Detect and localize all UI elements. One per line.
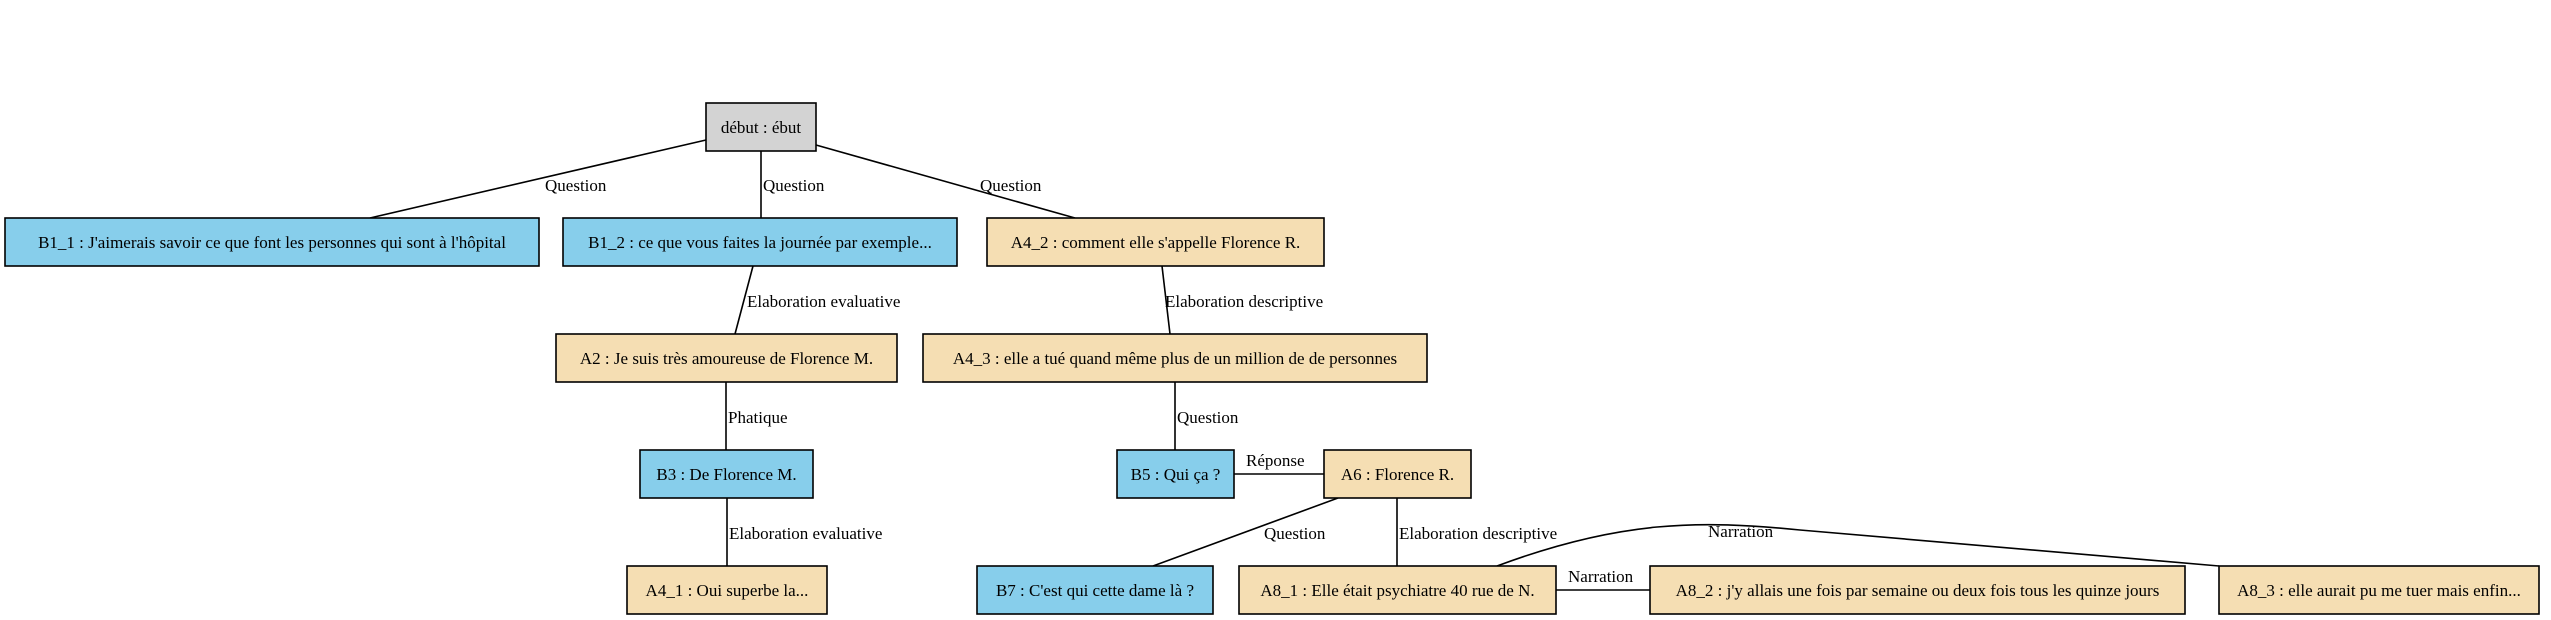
edge-a8_1-a8_3: [1496, 523, 2220, 567]
node-label: A8_2 : j'y allais une fois par semaine o…: [1676, 581, 2160, 600]
node-b7: B7 : C'est qui cette dame là ?: [976, 565, 1214, 615]
node-a2: A2 : Je suis très amoureuse de Florence …: [555, 333, 898, 383]
node-root: début : ébut: [705, 102, 817, 152]
node-b1-1: B1_1 : J'aimerais savoir ce que font les…: [4, 217, 540, 267]
node-box: [1116, 449, 1235, 499]
node-a4-2: A4_2 : comment elle s'appelle Florence R…: [986, 217, 1325, 267]
node-box: [1238, 565, 1557, 615]
node-box: [2218, 565, 2540, 615]
node-box: [976, 565, 1214, 615]
node-label: A6 : Florence R.: [1341, 465, 1454, 484]
node-box: [1323, 449, 1472, 499]
node-box: [626, 565, 828, 615]
node-b3: B3 : De Florence M.: [639, 449, 814, 499]
node-label: B7 : C'est qui cette dame là ?: [996, 581, 1194, 600]
node-a4-3: A4_3 : elle a tué quand même plus de un …: [922, 333, 1428, 383]
edge-label: Question: [545, 176, 607, 195]
edge-label: Narration: [1568, 567, 1634, 586]
edge-label: Question: [1177, 408, 1239, 427]
node-a6: A6 : Florence R.: [1323, 449, 1472, 499]
edge-root-b1_1: [369, 139, 707, 219]
edge-label: Phatique: [728, 408, 788, 427]
node-label: A8_3 : elle aurait pu me tuer mais enfin…: [2237, 581, 2521, 600]
edge-root-a4_2: [815, 144, 1076, 219]
edge-label: Narration: [1708, 522, 1774, 541]
node-box: [4, 217, 540, 267]
node-label: A4_3 : elle a tué quand même plus de un …: [953, 349, 1397, 368]
node-box: [922, 333, 1428, 383]
node-label: A4_2 : comment elle s'appelle Florence R…: [1011, 233, 1301, 252]
edge-b1_2-a2: [734, 265, 754, 335]
edge-label: Question: [1264, 524, 1326, 543]
node-label: B1_2 : ce que vous faites la journée par…: [588, 233, 932, 252]
edge-label: Question: [980, 176, 1042, 195]
node-a8-1: A8_1 : Elle était psychiatre 40 rue de N…: [1238, 565, 1557, 615]
node-box: [705, 102, 817, 152]
node-box: [555, 333, 898, 383]
node-label: B5 : Qui ça ?: [1131, 465, 1221, 484]
node-box: [986, 217, 1325, 267]
node-box: [639, 449, 814, 499]
edge-a4_2-a4_3: [1161, 265, 1171, 335]
edge-label: Réponse: [1246, 451, 1305, 470]
edge-a6-b7: [1152, 497, 1339, 567]
edge-label: Elaboration evaluative: [729, 524, 882, 543]
node-a8-3: A8_3 : elle aurait pu me tuer mais enfin…: [2218, 565, 2540, 615]
node-box: [1649, 565, 2186, 615]
edge-label: Elaboration descriptive: [1165, 292, 1323, 311]
node-a4-1: A4_1 : Oui superbe la...: [626, 565, 828, 615]
edge-label: Elaboration descriptive: [1399, 524, 1557, 543]
node-label: A2 : Je suis très amoureuse de Florence …: [580, 349, 873, 368]
edge-label: Elaboration evaluative: [747, 292, 900, 311]
node-a8-2: A8_2 : j'y allais une fois par semaine o…: [1649, 565, 2186, 615]
node-b5: B5 : Qui ça ?: [1116, 449, 1235, 499]
node-label: A8_1 : Elle était psychiatre 40 rue de N…: [1260, 581, 1534, 600]
edge-label: Question: [763, 176, 825, 195]
node-label: B3 : De Florence M.: [656, 465, 796, 484]
node-label: début : ébut: [721, 118, 802, 137]
node-b1-2: B1_2 : ce que vous faites la journée par…: [562, 217, 958, 267]
node-label: B1_1 : J'aimerais savoir ce que font les…: [38, 233, 506, 252]
node-label: A4_1 : Oui superbe la...: [646, 581, 809, 600]
node-box: [562, 217, 958, 267]
